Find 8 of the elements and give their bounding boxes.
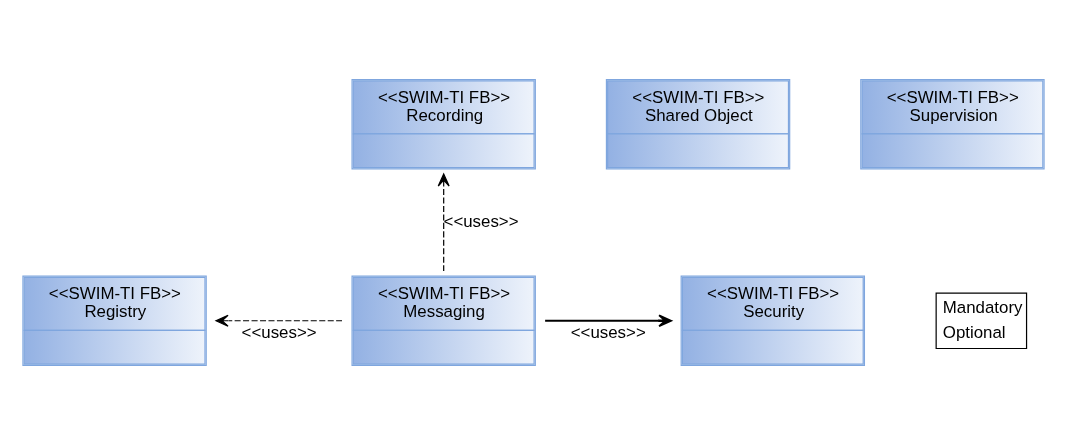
edge-label: <<uses>> — [241, 322, 317, 342]
arrow — [437, 172, 450, 272]
edge-label: <<uses>> — [443, 211, 519, 231]
arrow — [544, 313, 673, 327]
arrow — [215, 314, 343, 327]
edge-label: <<uses>> — [570, 322, 646, 342]
legend-label: Mandatory — [942, 297, 1023, 317]
legend-label: Optional — [942, 322, 1006, 342]
